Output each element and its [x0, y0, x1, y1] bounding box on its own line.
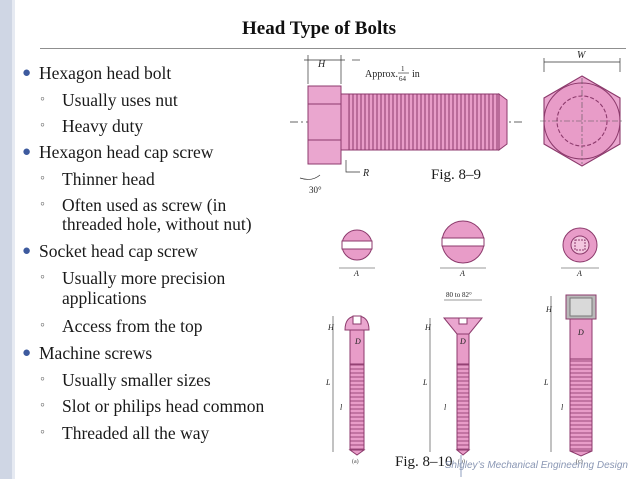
sub-bullet-text: Often used as screw (in	[62, 195, 227, 215]
dim-L-label-a: L	[325, 378, 331, 387]
bullet-text: Hexagon head bolt	[39, 63, 172, 83]
sub-bullet-text: Slot or philips head common	[62, 396, 265, 416]
sub-figure-label-a: (a)	[352, 458, 359, 465]
sub-bullet-dot-icon: ◦	[40, 171, 45, 186]
bullet-dot-icon: ●	[22, 345, 32, 361]
sub-bullet-text: Threaded all the way	[62, 423, 210, 443]
approx-numerator: 1	[401, 65, 405, 73]
screw-side-view-b	[442, 317, 484, 456]
screw-side-view-a	[344, 315, 370, 456]
left-decorative-bar	[0, 0, 12, 479]
screw-dimension-lines	[332, 296, 552, 452]
sub-bullet-text: applications	[62, 288, 147, 308]
sub-bullet-dot-icon: ◦	[40, 92, 45, 107]
approx-unit: in	[412, 69, 420, 80]
dim-H-label-c: H	[545, 305, 553, 314]
footer-credit: Shigley’s Mechanical Engineering Design	[444, 460, 628, 471]
bullet-dot-icon: ●	[22, 65, 32, 81]
screw-top-view-b	[440, 220, 486, 269]
dim-R-label: R	[362, 168, 369, 179]
dim-H-label-a: H	[327, 323, 335, 332]
sub-bullet-text: Usually uses nut	[62, 90, 178, 110]
bullet-text: Hexagon head cap screw	[39, 142, 214, 162]
left-decorative-bar-inner	[12, 0, 15, 479]
sub-bullet-text: Thinner head	[62, 169, 155, 189]
figure-caption-8-9: Fig. 8–9	[431, 167, 482, 183]
hex-head-top-view	[540, 58, 624, 167]
sub-bullet-text: threaded hole, without nut)	[62, 214, 252, 234]
dim-D-label-a: D	[354, 337, 361, 346]
dim-W-label: W	[577, 50, 587, 61]
dim-l-label-b: l	[444, 403, 447, 412]
dim-D-label-b: D	[459, 337, 466, 346]
hex-bolt-dimensions	[299, 55, 360, 180]
dim-A-label-b: A	[459, 269, 465, 278]
slide-title: Head Type of Bolts	[242, 18, 396, 39]
dim-H-label-b: H	[424, 323, 432, 332]
countersink-angle-label: 80 to 82°	[446, 291, 472, 299]
bullet-text: Machine screws	[39, 343, 153, 363]
sub-bullet-dot-icon: ◦	[40, 425, 45, 440]
dim-L-label-b: L	[422, 378, 428, 387]
sub-bullet-dot-icon: ◦	[40, 270, 45, 285]
screw-top-view-a	[339, 229, 375, 269]
screw-top-view-c	[561, 227, 599, 269]
sub-bullet-dot-icon: ◦	[40, 372, 45, 387]
sub-bullet-text: Access from the top	[62, 316, 203, 336]
title-divider	[40, 48, 626, 49]
dim-D-label-c: D	[577, 328, 584, 337]
sub-bullet-dot-icon: ◦	[40, 197, 45, 212]
dim-l-label-a: l	[340, 403, 343, 412]
screw-side-view-c	[565, 294, 597, 457]
sub-bullet-text: Heavy duty	[62, 116, 144, 136]
sub-bullet-text: Usually smaller sizes	[62, 370, 211, 390]
hex-bolt-side-view	[290, 85, 525, 165]
sub-bullet-text: Usually more precision	[62, 268, 226, 288]
dim-H-label: H	[317, 59, 326, 70]
bullet-dot-icon: ●	[22, 243, 32, 259]
dim-A-label-a: A	[353, 269, 359, 278]
sub-bullet-dot-icon: ◦	[40, 318, 45, 333]
footer-divider	[460, 455, 462, 477]
angle-30-label: 30°	[309, 185, 322, 195]
dim-l-label-c: l	[561, 403, 564, 412]
dim-L-label-c: L	[543, 378, 549, 387]
approx-label: Approx.	[365, 69, 398, 80]
sub-bullet-dot-icon: ◦	[40, 398, 45, 413]
figure-caption-8-10: Fig. 8–10	[395, 454, 453, 470]
bullet-dot-icon: ●	[22, 144, 32, 160]
approx-denominator: 64	[399, 75, 407, 83]
dim-A-label-c: A	[576, 269, 582, 278]
bullet-text: Socket head cap screw	[39, 241, 198, 261]
sub-bullet-dot-icon: ◦	[40, 118, 45, 133]
